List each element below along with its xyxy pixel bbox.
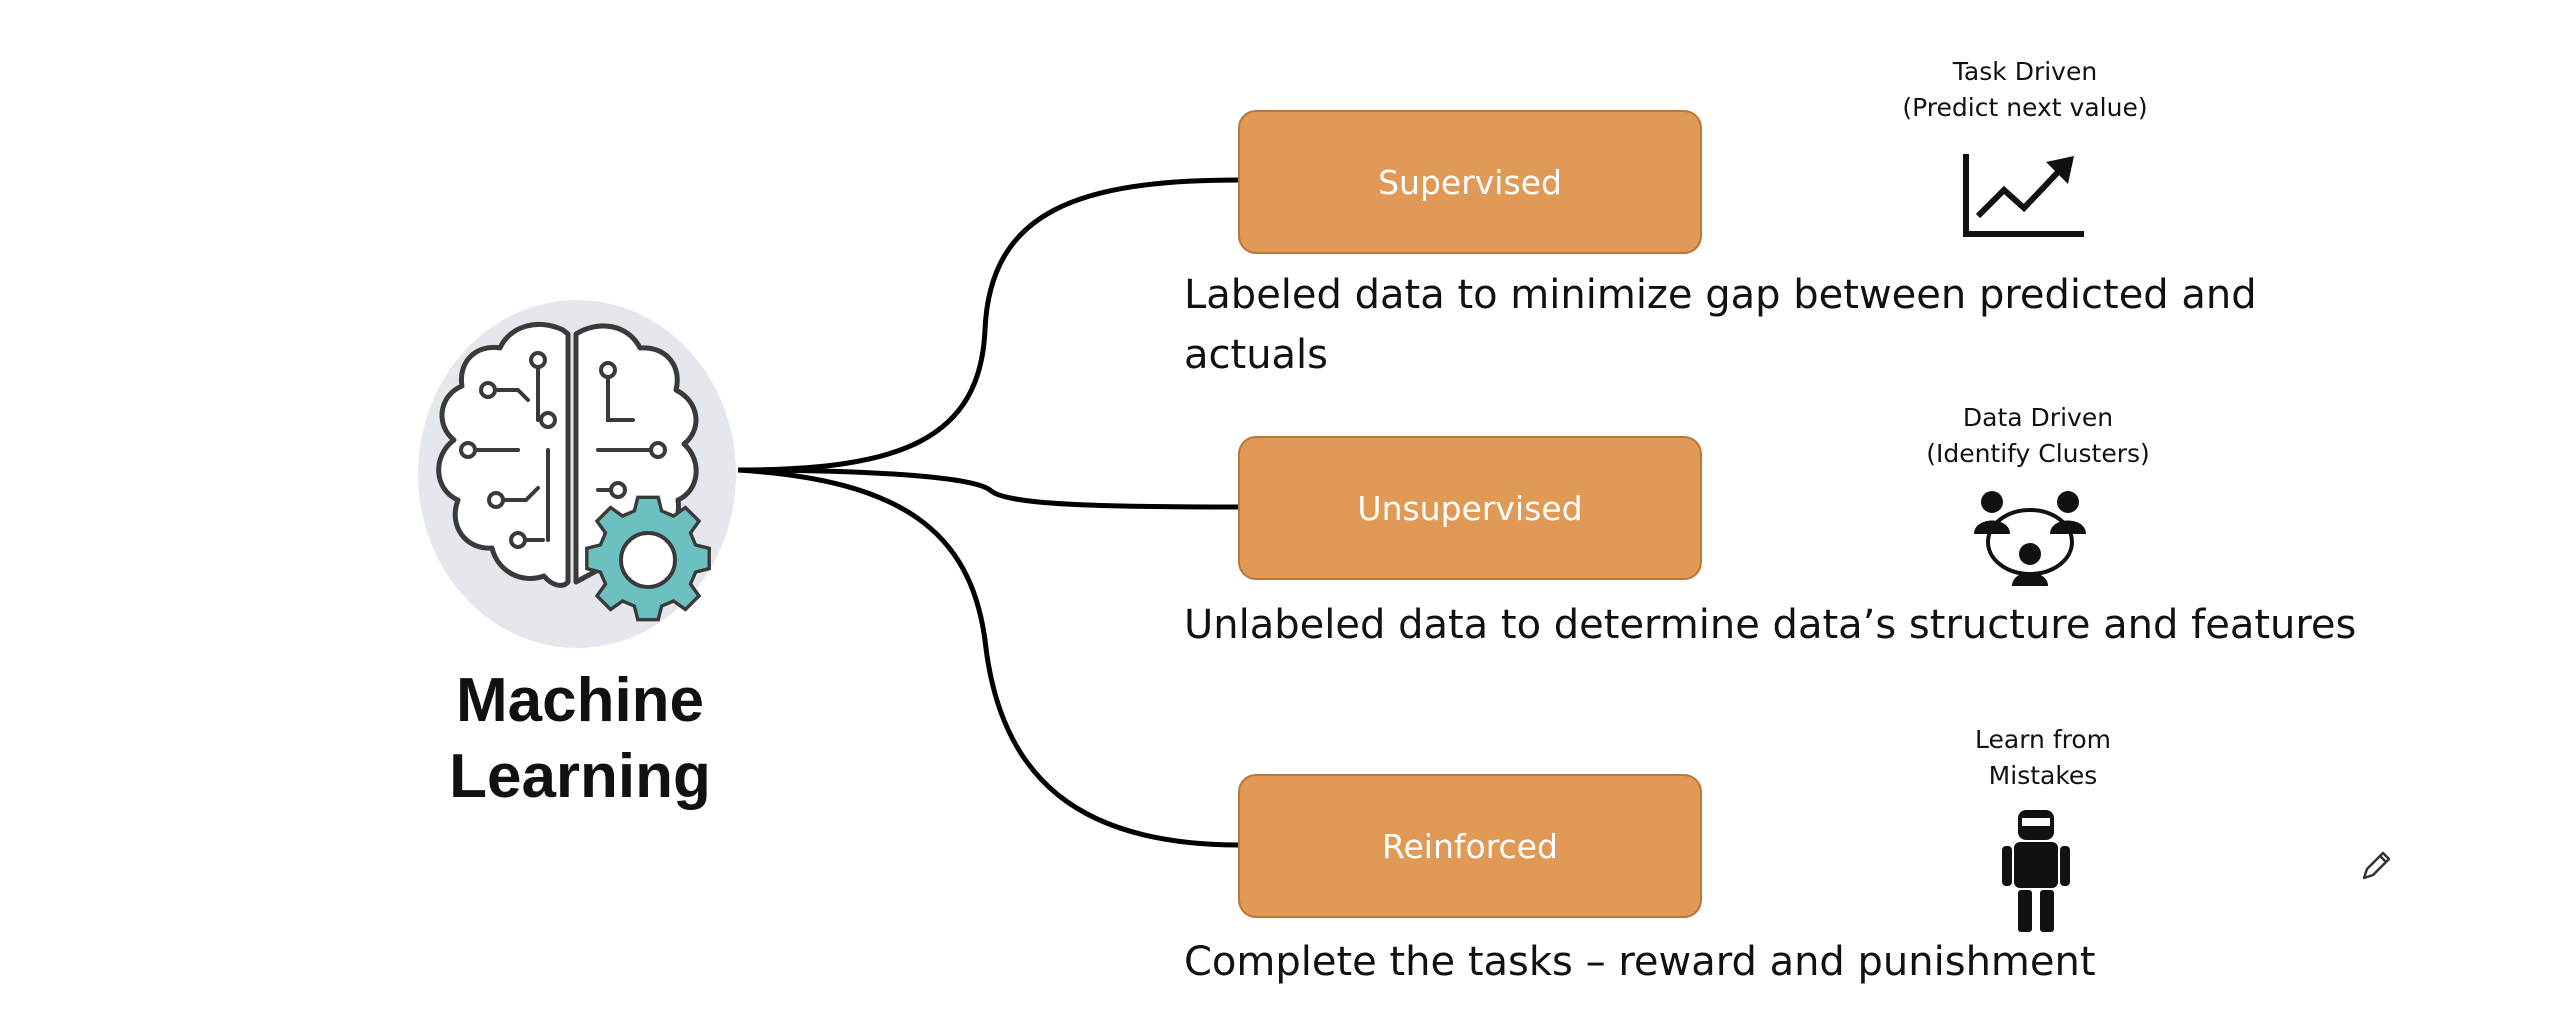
unsupervised-caption: Data Driven (Identify Clusters) xyxy=(1926,403,2150,468)
unsupervised-label: Unsupervised xyxy=(1357,488,1583,528)
connector-supervised xyxy=(737,177,1241,473)
reinforced-box: Reinforced xyxy=(1238,774,1702,918)
pencil-icon xyxy=(2358,848,2394,884)
reinforced-label: Reinforced xyxy=(1382,826,1558,866)
reinforced-description: Complete the tasks – reward and punishme… xyxy=(1184,939,2096,985)
supervised-description: Labeled data to minimize gap between pre… xyxy=(1184,272,2257,378)
unsupervised-description: Unlabeled data to determine data’s struc… xyxy=(1184,602,2357,648)
trend-chart-icon xyxy=(1960,150,2090,240)
machine-learning-title: Machine Learning xyxy=(449,666,711,811)
robot-icon xyxy=(1998,808,2074,934)
connector-reinforced xyxy=(737,467,1241,848)
supervised-label: Supervised xyxy=(1378,162,1562,202)
supervised-caption: Task Driven (Predict next value) xyxy=(1902,57,2148,122)
reinforced-caption: Learn from Mistakes xyxy=(1975,725,2111,790)
people-cluster-icon xyxy=(1970,486,2090,598)
unsupervised-box: Unsupervised xyxy=(1238,436,1702,580)
brain-gear-icon xyxy=(436,321,711,622)
supervised-box: Supervised xyxy=(1238,110,1702,254)
connector-unsupervised xyxy=(737,467,1241,510)
